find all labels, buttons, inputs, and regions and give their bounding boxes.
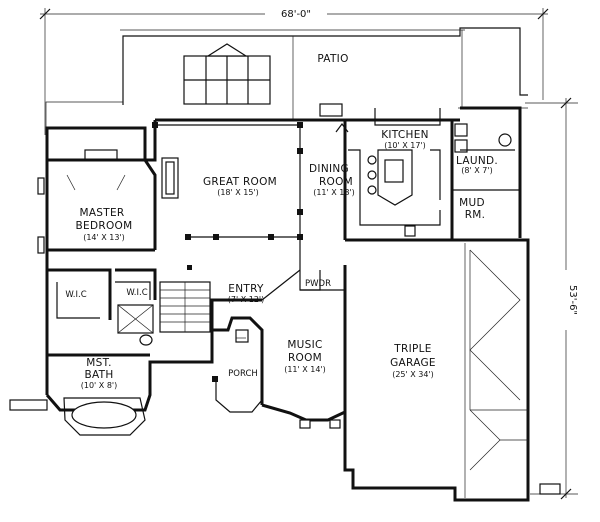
patio-label: PATIO: [317, 53, 348, 65]
kitchen-label: KITCHEN: [381, 129, 429, 141]
staircase: [159, 281, 211, 333]
laundry-fixtures: [454, 123, 512, 153]
dining-room-label-2: ROOM: [319, 176, 353, 188]
patio-area: [45, 27, 528, 128]
entry-label: ENTRY: [228, 283, 264, 295]
entry-size: (7' X 12'): [228, 295, 264, 304]
overall-width-label: 68'-0": [281, 9, 311, 20]
overall-depth-label: 53'-6": [567, 285, 578, 315]
wic-1-label: W.I.C: [65, 290, 86, 300]
master-bed-nightstands: [66, 149, 126, 191]
garage-size: (25' X 34'): [392, 370, 434, 379]
columns: [152, 122, 303, 270]
master-tub: [63, 397, 146, 436]
great-room-size: (18' X 15'): [217, 188, 259, 197]
master-bath-size: (10' X 8'): [81, 381, 117, 390]
music-room-label-1: MUSIC: [287, 339, 322, 351]
dining-buffet: [319, 103, 349, 133]
garage-label-1: TRIPLE: [393, 343, 431, 355]
kitchen-counter: [348, 149, 441, 237]
great-room-window-bay: [183, 43, 271, 105]
laundry-size: (8' X 7'): [461, 166, 492, 175]
kitchen-size: (10' X 17'): [384, 141, 426, 150]
wic-2-label: W.I.C: [126, 288, 147, 298]
music-room-size: (11' X 14'): [284, 365, 326, 374]
master-bedroom-label-2: BEDROOM: [76, 220, 133, 232]
music-room-bay: [299, 419, 341, 429]
mud-room-label-2: RM.: [465, 209, 486, 221]
garage-stoop: [9, 399, 561, 495]
dining-room-label-1: DINING: [309, 163, 349, 175]
great-room-label: GREAT ROOM: [203, 176, 277, 188]
dining-room-size: (11' X 18'): [313, 188, 355, 197]
porch-label: PORCH: [228, 369, 258, 379]
garage-label-2: GARAGE: [390, 357, 436, 369]
master-bath-label-1: MST.: [86, 357, 111, 369]
laundry-label: LAUND.: [456, 155, 498, 167]
powder-label: PWDR: [305, 279, 331, 289]
master-bedroom-windows: [37, 177, 45, 254]
music-room-label-2: ROOM: [288, 352, 322, 364]
master-bath-label-2: BATH: [84, 369, 113, 381]
front-porch: [212, 329, 263, 413]
overall-width-dimension: 68'-0": [39, 7, 549, 135]
fireplace: [161, 157, 179, 199]
kitchen-island: [367, 149, 413, 206]
overall-depth-dimension: 53'-6": [525, 97, 578, 500]
bath-vanity: [117, 304, 154, 346]
interior-walls: [47, 108, 520, 357]
master-bedroom-label-1: MASTER: [79, 207, 124, 219]
master-bedroom-size: (14' X 13'): [83, 233, 125, 242]
mud-room-label-1: MUD: [459, 197, 485, 209]
